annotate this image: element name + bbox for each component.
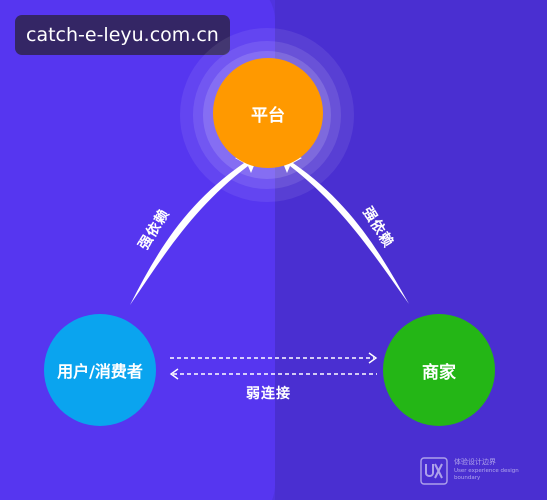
weak-connection-arrows (169, 352, 378, 380)
merchant-to-user-arrowhead (169, 368, 179, 380)
left-strong-dependency-arrow (130, 151, 260, 305)
weak-connection-label: 弱连接 (246, 386, 291, 402)
ux-design-boundary-logo: 体验设计边界 User experience design boundary (420, 456, 538, 492)
website-watermark: catch-e-leyu.com.cn (15, 15, 230, 55)
merchant-node: 商家 (383, 314, 495, 426)
logo-title: 体验设计边界 (454, 458, 496, 466)
logo-subtitle: User experience design boundary (454, 468, 519, 481)
right-strong-dependency-arrow (278, 151, 409, 304)
ux-logo-icon (420, 457, 448, 485)
user-to-merchant-arrowhead (368, 352, 378, 364)
user-consumer-node: 用户/消费者 (44, 314, 156, 426)
platform-node: 平台 (213, 58, 323, 168)
